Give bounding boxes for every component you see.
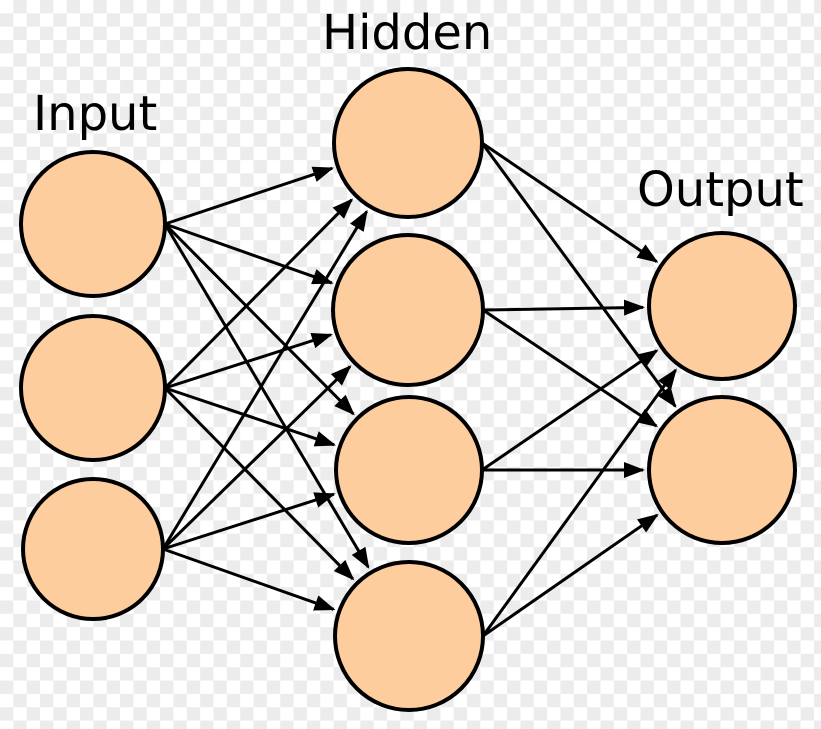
hidden-3-node (334, 395, 484, 545)
edge-input-2-to-hidden-1 (163, 198, 354, 390)
edge-input-3-to-hidden-4 (162, 547, 336, 611)
edge-hidden-4-to-output-2 (482, 513, 659, 638)
hidden-4-node (333, 560, 485, 712)
edge-input-1-to-hidden-3 (163, 222, 355, 416)
output-2-node (647, 395, 797, 545)
edge-input-2-to-hidden-3 (164, 386, 337, 447)
input-layer-label: Input (33, 86, 158, 142)
input-3-node (21, 477, 165, 621)
output-1-node (647, 231, 797, 381)
edge-input-1-to-hidden-2 (164, 222, 334, 285)
hidden-2-node (331, 233, 485, 387)
edge-input-2-to-hidden-4 (163, 386, 355, 581)
edge-input-1-to-hidden-4 (163, 223, 370, 569)
edge-input-3-to-hidden-3 (162, 492, 336, 551)
output-layer-label: Output (637, 162, 804, 218)
edge-input-2-to-hidden-2 (164, 332, 333, 390)
input-1-node (19, 150, 167, 298)
edge-hidden-2-to-output-1 (482, 299, 646, 316)
edge-hidden-1-to-output-1 (481, 141, 659, 263)
edge-input-3-to-hidden-2 (161, 365, 352, 551)
hidden-layer-label: Hidden (322, 5, 493, 61)
hidden-1-node (332, 67, 484, 219)
input-2-node (19, 314, 167, 462)
edge-input-3-to-hidden-1 (161, 209, 368, 550)
edge-input-1-to-hidden-1 (164, 166, 335, 226)
edge-hidden-4-to-output-1 (481, 368, 677, 637)
edge-hidden-3-to-output-1 (481, 349, 659, 472)
edge-hidden-2-to-output-2 (482, 308, 659, 428)
